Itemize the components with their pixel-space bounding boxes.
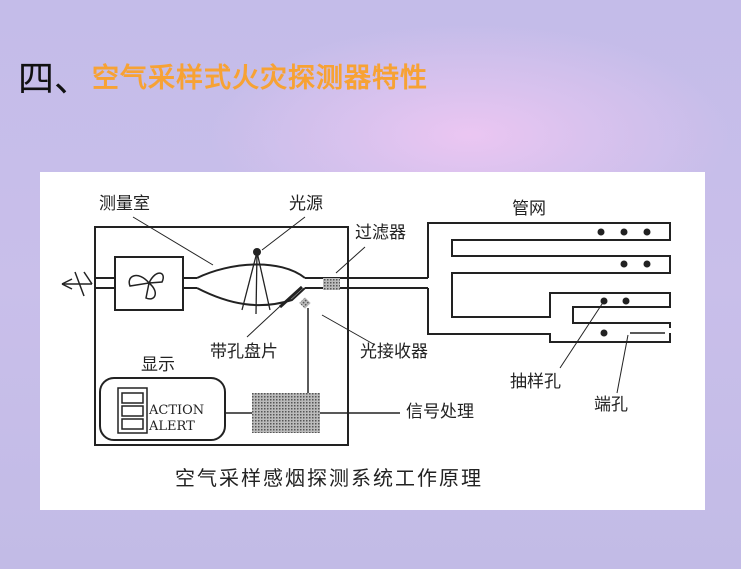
fan-box xyxy=(114,256,184,311)
sampling-holes xyxy=(597,228,651,337)
label-sampling-hole: 抽样孔 xyxy=(510,372,561,392)
leader-lines xyxy=(132,216,629,394)
label-end-hole: 端孔 xyxy=(594,395,628,415)
label-pipe-network: 管网 xyxy=(512,199,546,219)
label-action: ACTION xyxy=(149,403,205,418)
label-filter: 过滤器 xyxy=(355,223,406,243)
pipe-network xyxy=(427,222,671,343)
label-light-source: 光源 xyxy=(289,194,323,214)
display-unit xyxy=(99,377,226,441)
light-receiver xyxy=(299,297,311,309)
slide-title-number: 四、 xyxy=(18,59,91,100)
slide-title: 空气采样式火灾探测器特性 xyxy=(92,63,428,94)
label-measuring-chamber: 测量室 xyxy=(99,194,150,214)
label-display: 显示 xyxy=(141,355,175,375)
label-alert: ALERT xyxy=(149,419,195,434)
label-light-receiver: 光接收器 xyxy=(360,342,428,362)
light-source-icon xyxy=(253,248,261,256)
label-perforated-disc: 带孔盘片 xyxy=(210,342,278,362)
signal-processor xyxy=(252,393,320,433)
label-signal-processing: 信号处理 xyxy=(406,402,474,422)
diagram-caption: 空气采样感烟探测系统工作原理 xyxy=(175,466,483,490)
alarm-indicator-icon xyxy=(117,387,148,434)
filter xyxy=(323,278,340,290)
light-beam xyxy=(241,251,271,315)
detector-housing xyxy=(94,226,349,446)
fan-icon xyxy=(128,272,164,300)
perforated-disc xyxy=(278,285,304,309)
intake-arrow-icon xyxy=(61,271,93,297)
